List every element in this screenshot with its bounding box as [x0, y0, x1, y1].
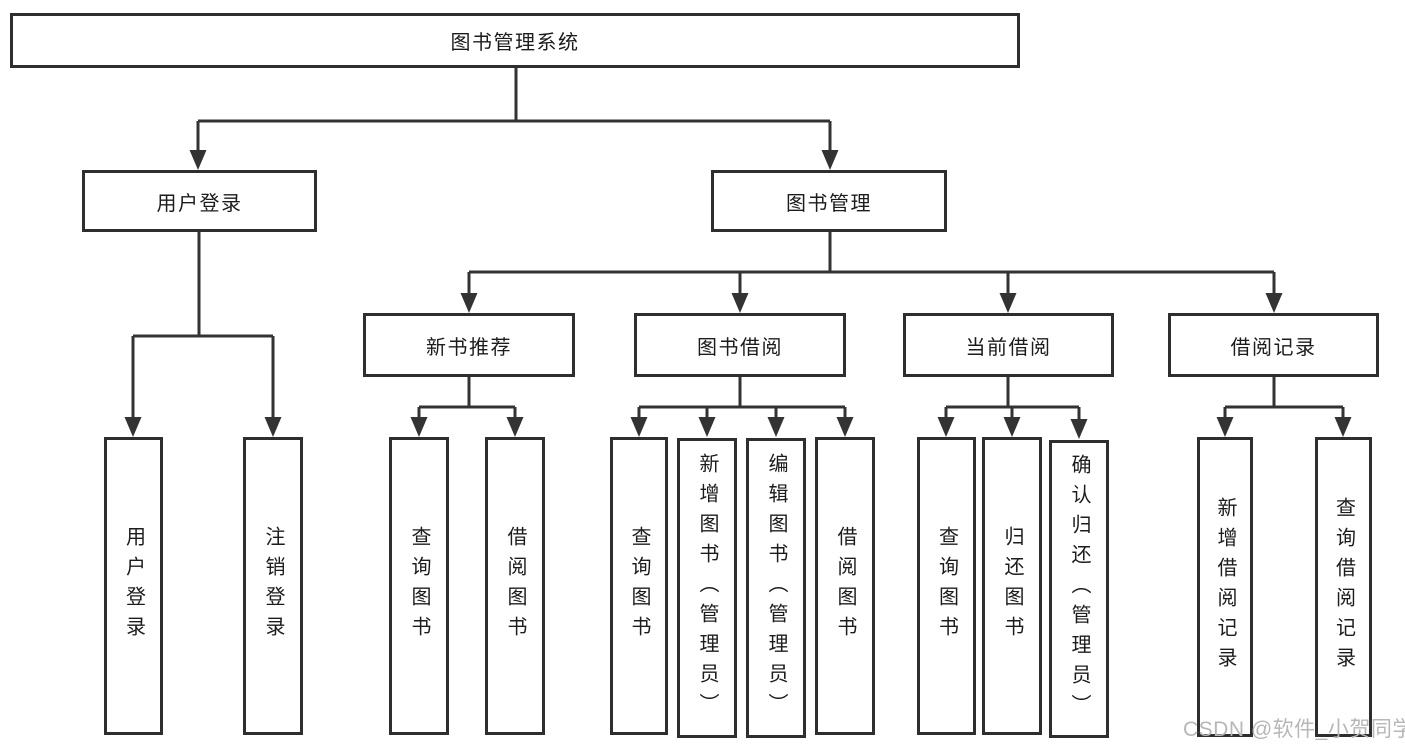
node-label: 图书管理系统	[450, 32, 580, 54]
connector-borrow-records-children	[1216, 377, 1352, 437]
leaf-label: 用户登录	[122, 526, 145, 646]
arrow-down-icon	[1070, 419, 1088, 439]
node-new-book-recommend: 新书推荐	[363, 313, 575, 377]
leaf-return-books: 归还图书	[982, 437, 1042, 735]
leaf-label: 查询图书	[408, 526, 430, 646]
arrow-down-icon	[698, 417, 716, 437]
arrow-down-icon	[264, 417, 282, 437]
node-book-borrowing: 图书借阅	[634, 313, 846, 377]
node-label: 图书借阅	[697, 336, 783, 359]
node-label: 借阅记录	[1230, 336, 1317, 359]
arrow-down-icon	[506, 417, 524, 437]
node-label: 用户登录	[156, 192, 243, 215]
arrow-down-icon	[999, 293, 1017, 313]
leaf-query-books-current: 查询图书	[917, 437, 976, 735]
arrow-down-icon	[1216, 417, 1234, 437]
arrow-down-icon	[1003, 417, 1021, 437]
leaf-borrow-books-recommend: 借阅图书	[485, 437, 545, 735]
leaf-query-books-borrowing: 查询图书	[610, 437, 668, 735]
arrow-down-icon	[1265, 293, 1283, 313]
leaf-label: 查询图书	[628, 526, 650, 646]
leaf-edit-book-admin: 编辑图书（管理员）	[746, 438, 806, 738]
watermark: CSDN @软件_小贺同学	[1183, 718, 1405, 741]
arrow-down-icon	[821, 150, 839, 170]
leaf-query-books-recommend: 查询图书	[389, 437, 449, 735]
leaf-label: 新增借阅记录	[1214, 497, 1236, 677]
leaf-label: 编辑图书（管理员）	[765, 453, 787, 723]
node-user-login: 用户登录	[82, 170, 317, 232]
leaf-confirm-return-admin: 确认归还（管理员）	[1049, 440, 1109, 738]
leaf-logout: 注销登录	[243, 437, 303, 735]
leaf-label: 确认归还（管理员）	[1068, 454, 1090, 724]
connector-root-to-level2	[189, 68, 839, 170]
arrow-down-icon	[124, 417, 142, 437]
leaf-borrow-books-borrowing: 借阅图书	[815, 437, 875, 735]
arrow-down-icon	[937, 417, 955, 437]
leaf-label: 归还图书	[1001, 526, 1023, 646]
node-borrow-records: 借阅记录	[1168, 313, 1379, 377]
leaf-add-book-admin: 新增图书（管理员）	[677, 438, 737, 738]
leaf-label: 新增图书（管理员）	[696, 453, 718, 723]
node-label: 当前借阅	[965, 336, 1052, 359]
arrow-down-icon	[189, 150, 207, 170]
node-label: 新书推荐	[426, 336, 512, 359]
arrow-down-icon	[731, 293, 749, 313]
connector-current-borrowing-children	[937, 377, 1088, 439]
arrow-down-icon	[630, 417, 648, 437]
node-label: 图书管理	[786, 192, 872, 215]
connector-book-borrowing-children	[630, 377, 854, 437]
leaf-label: 借阅图书	[834, 526, 856, 646]
connector-user-login-children	[124, 232, 282, 437]
node-current-borrowing: 当前借阅	[903, 313, 1114, 377]
arrow-down-icon	[767, 417, 785, 437]
connector-new-book-recommend-children	[410, 377, 524, 437]
connector-book-management-children	[460, 232, 1283, 313]
leaf-label: 注销登录	[262, 526, 284, 646]
arrow-down-icon	[460, 293, 478, 313]
arrow-down-icon	[1334, 417, 1352, 437]
leaf-label: 借阅图书	[504, 526, 526, 646]
node-library-system: 图书管理系统	[10, 13, 1020, 68]
leaf-user-login: 用户登录	[104, 437, 163, 735]
arrow-down-icon	[836, 417, 854, 437]
leaf-label: 查询借阅记录	[1332, 497, 1355, 677]
arrow-down-icon	[410, 417, 428, 437]
leaf-add-borrow-record: 新增借阅记录	[1197, 437, 1253, 737]
leaf-query-borrow-record: 查询借阅记录	[1315, 437, 1372, 737]
leaf-label: 查询图书	[935, 526, 958, 646]
node-book-management: 图书管理	[711, 170, 947, 232]
